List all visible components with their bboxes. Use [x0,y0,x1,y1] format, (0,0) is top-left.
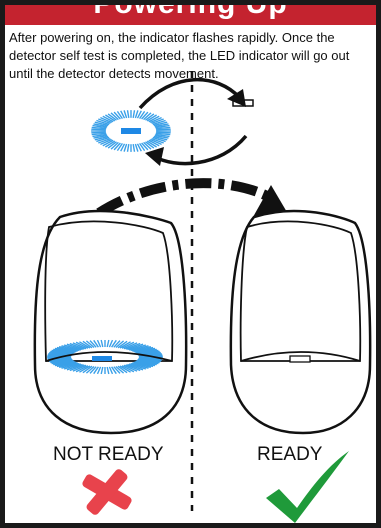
led-glow-ray [128,144,129,152]
led-glow-ray [156,132,171,133]
led-glow-ray [91,132,106,133]
cycle-arrow-upper [140,80,240,108]
led-glow-ray [133,110,134,118]
transition-arrow [99,183,273,213]
detector-ready [231,211,370,433]
led-glow-ray [91,129,106,130]
led-glow-ray [128,110,129,118]
state-label-ready: READY [257,444,322,466]
state-label-not-ready: NOT READY [53,444,164,466]
detector-not-ready [35,211,186,433]
cross-icon [79,466,135,518]
led-glow-ray [133,144,134,152]
led-flashing-icon [91,110,171,152]
led-glow-ray [156,129,171,130]
